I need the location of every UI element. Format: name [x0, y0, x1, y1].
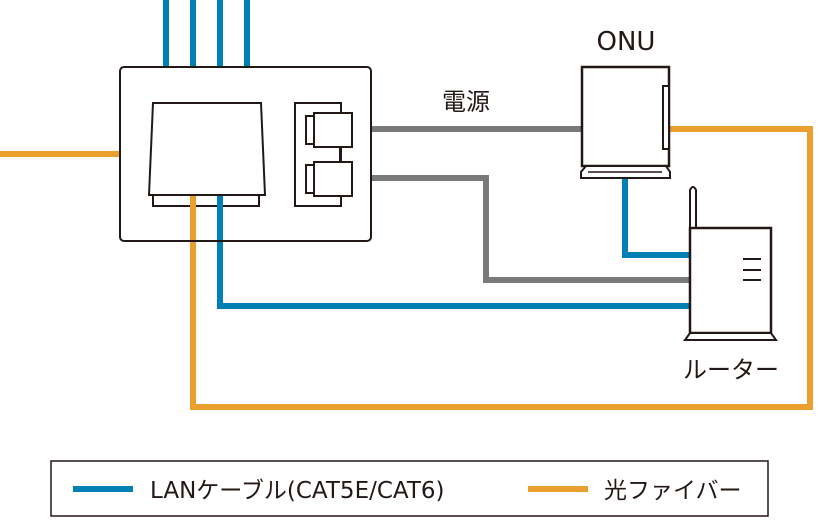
- legend: LANケーブル(CAT5E/CAT6) 光ファイバー: [50, 460, 769, 517]
- legend-lan-label: LANケーブル(CAT5E/CAT6): [150, 478, 445, 504]
- router-device: ルーター: [683, 186, 779, 384]
- power-socket-2-tab: [305, 164, 315, 194]
- router-antenna-icon: [689, 186, 697, 230]
- power-label: 電源: [442, 88, 490, 116]
- router-stand: [683, 332, 778, 341]
- onu-device: ONU: [580, 27, 671, 179]
- power-socket-1: [313, 112, 353, 148]
- legend-box: [50, 460, 769, 517]
- power-line-router: [353, 175, 690, 283]
- fiber-loop: [190, 126, 813, 410]
- legend-fiber-label: 光ファイバー: [604, 478, 742, 504]
- lan-uplinks: [163, 0, 250, 67]
- onu-body: [580, 65, 671, 168]
- optical-outlet: [147, 102, 267, 196]
- onu-side-panel: [662, 85, 670, 150]
- power-socket-2: [313, 161, 353, 197]
- onu-label: ONU: [597, 27, 656, 57]
- power-socket-1-tab: [305, 115, 315, 145]
- router-label: ルーター: [683, 356, 779, 384]
- lan-onu-to-router: [622, 178, 690, 258]
- wall-panel: [119, 66, 372, 242]
